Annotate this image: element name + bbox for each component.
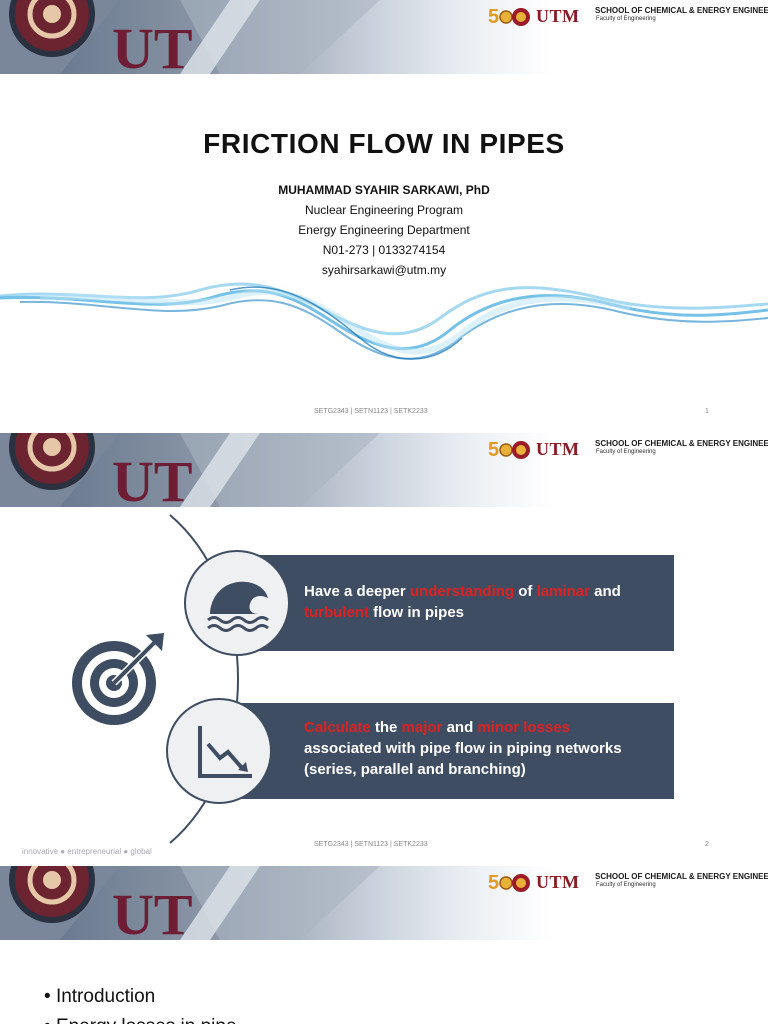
utm-wordmark: UTM — [536, 6, 580, 26]
building-photo: UT — [0, 433, 380, 507]
objective-text: of — [514, 583, 537, 600]
objective-text: associated with pipe flow in piping netw… — [304, 740, 622, 757]
svg-text:UT: UT — [112, 16, 193, 74]
list-item: • Introduction — [44, 986, 156, 1007]
list-item-text: Energy losses in pipe — [56, 1016, 237, 1024]
tagline: innovative ● entrepreneurial ● global — [22, 847, 152, 856]
faculty-name: Faculty of Engineering — [596, 16, 656, 22]
utm-wordmark: UTM — [536, 872, 580, 892]
chart-icon-circle — [166, 698, 272, 804]
objective-box-2: Calculate the major and minor losses asso… — [238, 703, 674, 799]
faculty-name: Faculty of Engineering — [596, 882, 656, 888]
building-photo: UT — [0, 866, 380, 940]
building-photo: UT — [0, 0, 380, 74]
objective-text: Have a deeper — [304, 583, 410, 600]
slide-3: UT 5 UTM SCHOOL OF CHEMICAL & ENERGY ENG… — [0, 866, 768, 1024]
highlight-text: minor losses — [477, 719, 570, 736]
svg-text:5: 5 — [488, 872, 499, 894]
objective-text: and — [442, 719, 478, 736]
school-name: SCHOOL OF CHEMICAL & ENERGY ENGINEERING — [595, 872, 768, 881]
header-logos: 5 UTM SCHOOL OF CHEMICAL & ENERGY ENGINE… — [488, 4, 768, 30]
slide-title: FRICTION FLOW IN PIPES — [203, 128, 565, 159]
outline-list: • Introduction • Energy losses in pipe — [44, 982, 237, 1024]
objective-text: and — [589, 583, 621, 600]
header-banner: UT 5 UTM SCHOOL OF CHEMICAL & ENERGY ENG… — [0, 0, 768, 74]
school-name: SCHOOL OF CHEMICAL & ENERGY ENGINEERING — [595, 6, 768, 15]
header-banner: UT 5 UTM SCHOOL OF CHEMICAL & ENERGY ENG… — [0, 866, 768, 940]
anniversary-50-icon: 5 — [488, 872, 530, 894]
list-item-text: Introduction — [55, 986, 156, 1007]
svg-text:UT: UT — [112, 882, 193, 940]
program: Nuclear Engineering Program — [304, 203, 464, 217]
ocean-wave-icon — [207, 581, 269, 632]
header-logos: 5 UTM SCHOOL OF CHEMICAL & ENERGY ENGINE… — [488, 870, 768, 896]
email-link[interactable]: syahirsarkawi@utm.my — [321, 263, 447, 277]
highlight-text: understanding — [409, 583, 515, 600]
highlight-text: major — [401, 719, 443, 736]
department: Energy Engineering Department — [298, 223, 470, 237]
faculty-name: Faculty of Engineering — [596, 449, 656, 455]
objective-text: the — [370, 719, 402, 736]
objective-box-1: Have a deeper understanding of laminar a… — [238, 555, 674, 651]
slide-2: UT 5 UTM SCHOOL OF CHEMICAL & ENERGY ENG… — [0, 433, 768, 865]
author-name: MUHAMMAD SYAHIR SARKAWI, PhD — [278, 183, 490, 197]
school-name: SCHOOL OF CHEMICAL & ENERGY ENGINEERING — [595, 439, 768, 448]
wave-swoosh-graphic — [0, 282, 768, 360]
page-number: 2 — [705, 841, 709, 848]
objective-text: flow in pipes — [369, 604, 465, 621]
target-icon — [72, 633, 164, 725]
wave-icon-circle — [184, 550, 290, 656]
declining-chart-icon — [198, 726, 252, 778]
course-codes: SETG2343 | SETN1123 | SETK2233 — [314, 841, 428, 848]
list-item: • Energy losses in pipe — [44, 1012, 237, 1024]
anniversary-50-icon: 5 — [488, 439, 530, 461]
anniversary-50-icon: 5 — [488, 6, 530, 28]
course-codes: SETG2343 | SETN1123 | SETK2233 — [314, 408, 428, 415]
contact: N01-273 | 0133274154 — [322, 243, 446, 257]
author-info: MUHAMMAD SYAHIR SARKAWI, PhD Nuclear Eng… — [0, 180, 768, 280]
header-logos: 5 UTM SCHOOL OF CHEMICAL & ENERGY ENGINE… — [488, 437, 768, 463]
header-banner: UT 5 UTM SCHOOL OF CHEMICAL & ENERGY ENG… — [0, 433, 768, 507]
highlight-text: Calculate — [304, 719, 371, 736]
slide-1: UT 5 UTM SCHOOL OF CHEMICAL & ENERGY ENG… — [0, 0, 768, 432]
objective-text: (series, parallel and branching) — [304, 761, 526, 778]
utm-wordmark: UTM — [536, 439, 580, 459]
svg-text:5: 5 — [488, 439, 499, 461]
highlight-text: turbulent — [304, 604, 369, 621]
svg-text:UT: UT — [112, 449, 193, 507]
page-number: 1 — [705, 408, 709, 415]
connector-line — [169, 514, 240, 844]
svg-text:5: 5 — [488, 6, 499, 28]
highlight-text: laminar — [536, 583, 590, 600]
